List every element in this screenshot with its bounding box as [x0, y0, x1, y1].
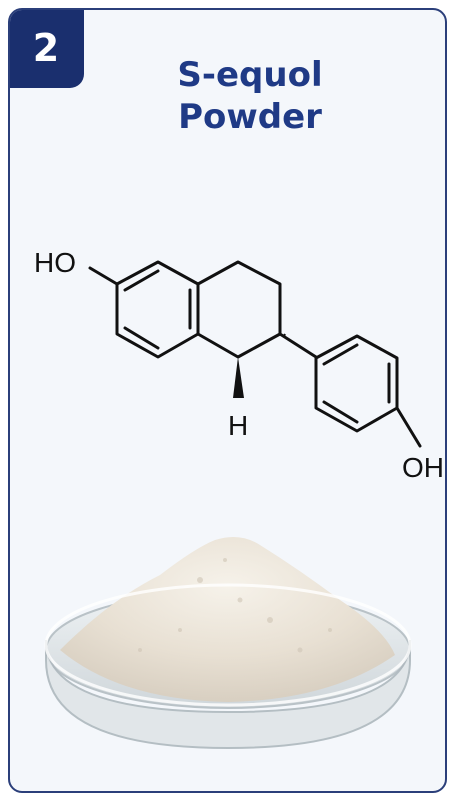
- number-badge: 2: [10, 10, 84, 88]
- wedge-bond: [233, 357, 244, 398]
- badge-number: 2: [32, 26, 60, 70]
- powder-mound: [60, 536, 395, 702]
- title-line-1: S-equol: [177, 55, 323, 95]
- hashed-bond: [283, 333, 286, 337]
- title-line-2: Powder: [178, 97, 322, 137]
- aromatic-ring-b: [314, 334, 399, 433]
- label-oh: OH: [402, 452, 444, 483]
- product-title: S-equol Powder: [100, 54, 400, 138]
- label-h: H: [228, 410, 248, 441]
- label-ho: HO: [34, 247, 76, 278]
